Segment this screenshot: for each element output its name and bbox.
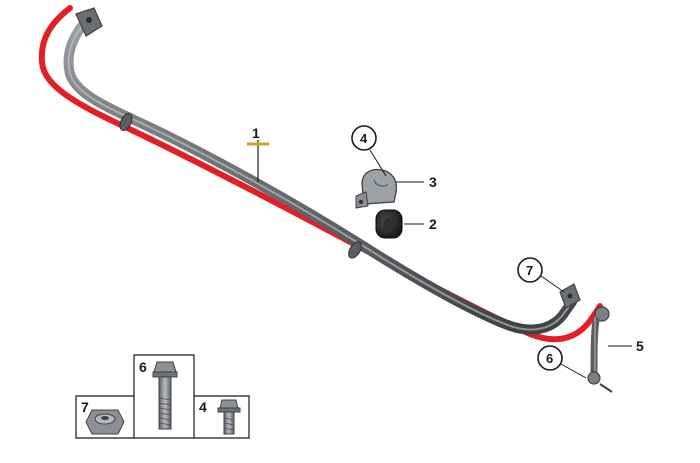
label-part-1: 1: [252, 125, 260, 141]
label-hardware-nut: 7: [81, 399, 89, 415]
bushing-part-2: 2: [375, 209, 437, 239]
label-hardware-bolt: 6: [139, 359, 147, 375]
callout-link-upper-nut: 7: [517, 257, 565, 293]
callout-bracket-bolt: 4: [351, 125, 387, 177]
svg-text:4: 4: [360, 131, 368, 146]
stabilizer-highlight-outline: [38, 5, 603, 343]
coupling-rod-part-5: 5: [587, 306, 644, 393]
flange-screw-icon: [217, 399, 241, 435]
collar-nut-icon: [85, 409, 125, 435]
label-part-2: 2: [429, 216, 437, 232]
stabilizer-bar: [63, 7, 581, 335]
label-hardware-screw: 4: [199, 399, 207, 415]
hardware-box: 7 6 4: [75, 354, 250, 439]
svg-text:6: 6: [546, 351, 553, 366]
svg-text:7: 7: [526, 263, 533, 278]
callout-link-lower-bolt: 6: [537, 345, 587, 379]
bracket-part-3: 3: [355, 168, 437, 209]
label-part-5: 5: [636, 338, 644, 354]
hex-bolt-icon: [152, 361, 178, 430]
part-1-marker: 1: [247, 125, 269, 182]
label-part-3: 3: [429, 174, 437, 190]
